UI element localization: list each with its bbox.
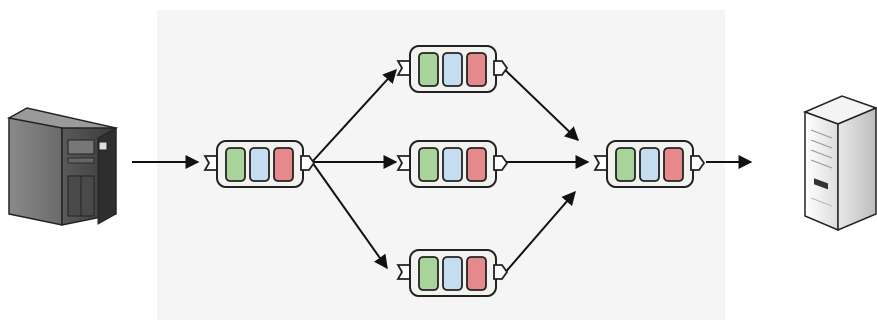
slot-blue xyxy=(249,147,270,182)
edge-top-to-merge xyxy=(502,67,580,141)
output-port-icon xyxy=(300,155,316,171)
slot-green xyxy=(225,147,246,182)
slot-green xyxy=(418,147,439,182)
pipeline-stage-icon-branch-bottom xyxy=(396,249,509,297)
output-port-icon xyxy=(493,264,509,280)
slot-blue xyxy=(442,256,463,291)
output-port-icon xyxy=(690,155,706,171)
edge-entry-to-bottom xyxy=(311,161,388,270)
pipeline-stage-icon-entry xyxy=(203,140,316,188)
server-tower-icon xyxy=(802,95,877,232)
edge-bottom-to-merge xyxy=(502,190,576,276)
slot-red xyxy=(466,147,487,182)
pipeline-stage-icon-merge xyxy=(593,140,706,188)
desktop-tower-computer-icon xyxy=(6,107,119,226)
pipeline-stage-icon-branch-middle xyxy=(396,140,509,188)
slot-green xyxy=(418,256,439,291)
slot-green xyxy=(615,147,636,182)
edge-entry-to-top xyxy=(311,68,397,163)
slot-blue xyxy=(442,52,463,87)
slot-red xyxy=(466,256,487,291)
output-port-icon xyxy=(493,60,509,76)
slot-blue xyxy=(639,147,660,182)
edges xyxy=(132,67,753,276)
nodes xyxy=(203,45,706,297)
slot-red xyxy=(273,147,294,182)
slot-red xyxy=(663,147,684,182)
slot-green xyxy=(418,52,439,87)
pipeline-stage-icon-branch-top xyxy=(396,45,509,93)
slot-red xyxy=(466,52,487,87)
output-port-icon xyxy=(493,155,509,171)
slot-blue xyxy=(442,147,463,182)
